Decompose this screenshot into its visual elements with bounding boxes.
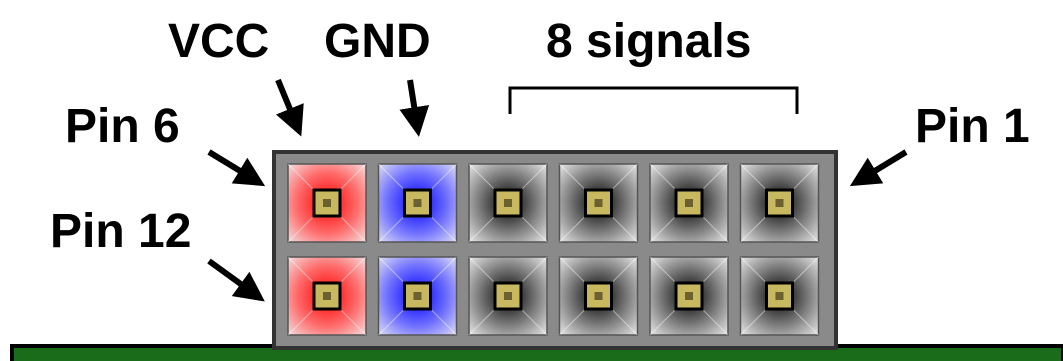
pin-cell [558, 163, 639, 243]
pin-cell [468, 163, 548, 243]
pin-cell [649, 163, 729, 243]
pin1-arrow [849, 149, 908, 187]
pin1-label: Pin 1 [915, 100, 1030, 153]
gnd-arrow [399, 79, 430, 137]
pin-cell [739, 256, 820, 336]
pin-cell [377, 256, 458, 336]
pin-grid [287, 163, 820, 336]
pin-cell [558, 256, 639, 336]
pin-pad [312, 281, 342, 311]
pin6-arrow [207, 149, 266, 187]
pin12-arrow [207, 258, 265, 302]
gnd-label: GND [324, 15, 431, 68]
pin6-label: Pin 6 [65, 100, 180, 153]
pin-pad [674, 188, 704, 218]
pin-pad [493, 281, 523, 311]
pin-cell [377, 163, 458, 243]
pin12-label: Pin 12 [50, 205, 191, 258]
signals-bracket [508, 86, 799, 114]
pin-cell [468, 256, 548, 336]
pin-cell [287, 163, 367, 243]
vcc-label: VCC [168, 15, 269, 68]
pin-cell [739, 163, 820, 243]
vcc-arrow [275, 78, 304, 137]
pin-cell [649, 256, 729, 336]
signals-label: 8 signals [546, 15, 751, 68]
pin-pad [584, 281, 613, 311]
pin-cell [287, 256, 367, 336]
